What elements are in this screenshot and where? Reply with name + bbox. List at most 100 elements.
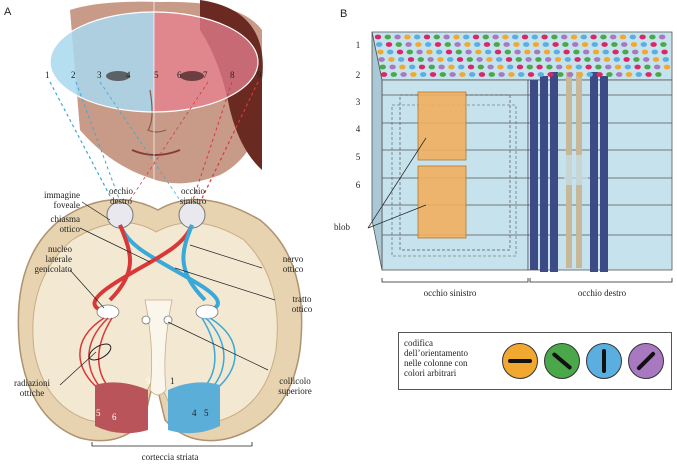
- orientation-dot: [398, 57, 405, 62]
- orientation-dot: [602, 49, 609, 55]
- orientation-dot: [590, 34, 597, 40]
- orientation-dot: [387, 49, 394, 55]
- orientation-swatch-oblique-right: [544, 343, 580, 379]
- orientation-dot: [476, 57, 483, 62]
- orientation-dot: [663, 64, 671, 70]
- vf-number-8: 8: [230, 70, 235, 80]
- orientation-dot: [633, 57, 640, 62]
- orientation-dot: [443, 34, 450, 40]
- orientation-dot: [415, 42, 422, 47]
- orientation-dot: [483, 42, 491, 47]
- orientation-dot: [502, 34, 509, 40]
- orientation-dot: [644, 64, 651, 70]
- orientation-dot: [515, 57, 522, 62]
- orientation-dot: [551, 34, 558, 40]
- orientation-dot: [567, 72, 574, 77]
- layer-number-1: 1: [355, 40, 361, 50]
- cortex-number-6-left: 6: [112, 412, 117, 422]
- cortex-number-5-right: 5: [204, 408, 209, 418]
- orientation-dot: [465, 49, 472, 55]
- orientation-dot: [535, 57, 542, 62]
- orientation-dot: [553, 49, 560, 55]
- panel-b-letter: B: [340, 8, 348, 20]
- orientation-dot: [525, 57, 532, 62]
- orientation-dot: [475, 49, 482, 55]
- vf-number-1: 1: [45, 70, 50, 80]
- orientation-dot: [405, 42, 412, 47]
- orientation-dot: [554, 57, 562, 62]
- orientation-dot: [652, 57, 660, 62]
- orientation-dot: [523, 42, 530, 47]
- orientation-dot: [396, 49, 404, 55]
- orientation-dot: [395, 42, 402, 47]
- orientation-dot: [545, 57, 552, 62]
- orientation-dot: [377, 49, 384, 55]
- orientation-dot: [438, 64, 445, 70]
- orientation-dot: [536, 64, 543, 70]
- orientation-dot: [632, 49, 639, 55]
- orientation-dot: [459, 72, 466, 77]
- orientation-dot: [379, 64, 386, 70]
- orientation-dot: [390, 72, 397, 77]
- label-nervo-ottico: nervo ottico: [282, 254, 304, 274]
- orientation-dot: [404, 34, 411, 40]
- orientation-dot: [546, 64, 553, 70]
- vf-number-5: 5: [154, 70, 159, 80]
- orientation-dot: [399, 64, 406, 70]
- orientation-dot: [651, 49, 658, 55]
- orientation-dot: [542, 42, 549, 47]
- orientation-dot: [380, 72, 388, 77]
- orientation-dot: [492, 34, 499, 40]
- orientation-dot: [498, 72, 505, 77]
- layer-number-4: 4: [355, 124, 361, 134]
- orientation-dot: [596, 72, 603, 77]
- orientation-bar-icon: [508, 359, 532, 363]
- orientation-dot: [518, 72, 525, 77]
- orientation-dot: [575, 64, 582, 70]
- panel-a-letter: A: [4, 6, 12, 18]
- label-radiazioni-ottiche: radiazioni ottiche: [14, 378, 50, 398]
- orientation-dot: [493, 42, 500, 47]
- orientation-dot: [456, 57, 464, 62]
- orientation-dot: [655, 72, 662, 77]
- cortex-number-5-left: 5: [96, 408, 101, 418]
- orientation-dot: [613, 57, 620, 62]
- orientation-dot: [610, 34, 617, 40]
- orientation-dot: [449, 72, 456, 77]
- orientation-dot: [585, 64, 592, 70]
- orientation-dot: [474, 42, 481, 47]
- orientation-dot: [384, 34, 391, 40]
- orientation-dot: [561, 34, 568, 40]
- orientation-dot: [552, 42, 559, 47]
- orientation-dot: [622, 49, 629, 55]
- vf-number-6: 6: [177, 70, 182, 80]
- orientation-dot: [661, 49, 668, 55]
- orientation-dot: [444, 42, 451, 47]
- orientation-dot: [389, 64, 396, 70]
- orientation-dot: [634, 64, 641, 70]
- orientation-dot: [469, 72, 476, 77]
- orientation-dot: [584, 57, 591, 62]
- orientation-dot: [428, 64, 435, 70]
- orientation-dot: [643, 57, 650, 62]
- orientation-dot: [453, 34, 460, 40]
- orientation-dot: [527, 72, 535, 77]
- label-collicolo-superiore: collicolo superiore: [278, 376, 312, 396]
- orientation-dot: [514, 49, 521, 55]
- orientation-dot: [433, 34, 440, 40]
- orientation-dot: [601, 42, 608, 47]
- orientation-dot: [477, 64, 484, 70]
- orientation-dot: [574, 57, 581, 62]
- orientation-bar-icon: [551, 351, 573, 371]
- orientation-dot: [573, 49, 580, 55]
- orientation-dot: [466, 57, 473, 62]
- orientation-swatch-vertical: [586, 343, 622, 379]
- orientation-dot: [388, 57, 395, 62]
- orientation-dot: [494, 49, 502, 55]
- orientation-dot: [635, 72, 642, 77]
- orientation-dot: [591, 42, 598, 47]
- layer-number-5: 5: [355, 152, 361, 162]
- layer-number-3: 3: [355, 97, 361, 107]
- orientation-dot: [482, 34, 489, 40]
- orientation-dot: [537, 72, 544, 77]
